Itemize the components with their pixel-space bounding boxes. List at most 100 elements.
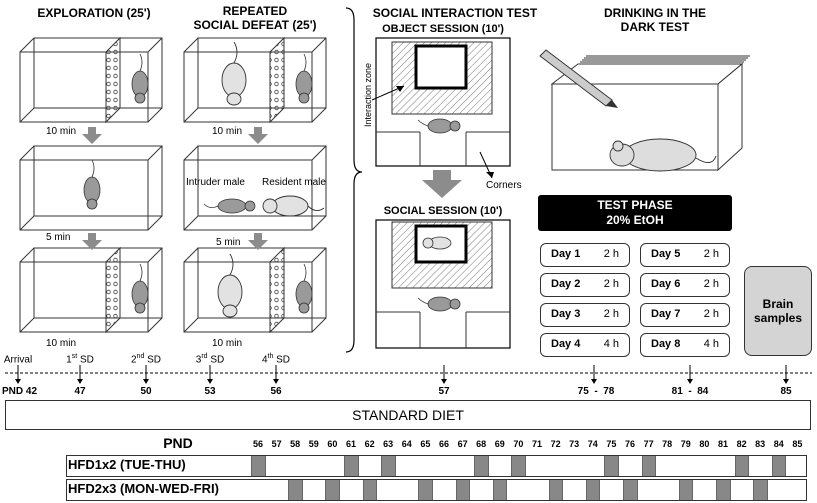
pnd-day: 72 [550,439,561,449]
timeline-event: 1st SD [60,353,100,365]
day-hours: 2 h [703,308,719,320]
dark-header-line1: DRINKING IN THE [604,6,706,20]
diet-cell-filled [548,480,564,500]
exploration-box-3 [19,246,163,334]
diet-cell-empty [251,480,266,500]
pnd-day: 77 [643,439,654,449]
diet-cell-empty [288,456,303,476]
event-sup: nd [136,353,145,360]
schedule-row [66,455,807,477]
event-sup: th [267,353,274,360]
diet-cell-empty [325,456,340,476]
pnd-day: 65 [420,439,431,449]
diet-cell-filled [585,480,601,500]
diet-cell-empty [437,480,452,500]
day-hours: 4 h [603,338,619,350]
diet-cell-empty [604,480,619,500]
diet-cell-filled [771,456,787,476]
diet-cell-filled [641,456,657,476]
diet-cell-empty [660,480,675,500]
defeat-box-3 [183,246,327,334]
exploration-box-1 [19,36,163,124]
pnd-day: 74 [587,439,598,449]
pnd-day: 62 [364,439,375,449]
day-hours: 2 h [703,278,719,290]
diet-cell-empty [307,456,322,476]
timeline-date: 75 - 78 [577,386,615,397]
diet-cell-filled [362,480,378,500]
timeline-event: 2nd SD [126,353,166,365]
pnd-day: 67 [457,439,468,449]
pnd-day: 56 [252,439,263,449]
ten-min-label-4: 10 min [212,338,243,349]
diet-cell-empty [344,480,359,500]
exploration-box-2 [19,145,163,231]
diet-cell-empty [679,456,694,476]
sipper-tube-icon [539,49,618,108]
timeline-event: Arrival [0,353,38,365]
diet-cell-empty [270,456,285,476]
diet-cell-filled [251,456,266,476]
diet-cell-empty [400,456,415,476]
diet-cell-filled [753,480,768,500]
event-sup: rd [201,353,208,360]
pnd-day: 80 [699,439,710,449]
defeat-box-2 [183,145,327,231]
timeline-date: 47 [74,386,86,397]
brain-samples-box: Brain samples [744,266,812,356]
resident-label: Resident male [262,177,326,188]
day-label: Day 8 [651,338,681,350]
timeline-date: 85 [780,386,792,397]
pnd-day: 66 [438,439,449,449]
diet-cell-filled [418,480,433,500]
defeat-header-line1: REPEATED [222,4,288,18]
corners-label: Corners [486,180,522,191]
diet-cell-empty [697,456,712,476]
tick-arrowhead [273,379,279,384]
diet-cell-filled [734,456,750,476]
diet-cell-empty [307,480,322,500]
schedule-row [66,479,807,501]
defeat-header: REPEATED SOCIAL DEFEAT (25') [180,4,330,32]
ten-min-label-2: 10 min [46,338,77,349]
day-label: Day 4 [551,338,581,350]
object-session-label: OBJECT SESSION (10') [382,23,504,35]
pnd-day: 82 [736,439,747,449]
brain-line2: samples [753,311,803,325]
diet-cell-empty [716,456,731,476]
pnd-day: 83 [755,439,766,449]
diet-cell-empty [270,480,285,500]
diet-cell-empty [456,456,471,476]
diet-cell-filled [474,456,489,476]
diet-cell-filled [288,480,303,500]
event-suffix: SD [273,354,291,366]
pnd-day: 61 [345,439,356,449]
day-label: Day 7 [651,308,681,320]
pnd-header: PND [163,435,193,451]
day-hours: 2 h [603,308,619,320]
social-session-label: SOCIAL SESSION (10') [383,205,503,217]
diet-cell-empty [530,480,545,500]
event-label: 4 [261,354,268,366]
diet-cell-empty [660,456,675,476]
pnd-day: 68 [476,439,487,449]
pnd-day: 76 [624,439,635,449]
event-suffix: SD [144,354,162,366]
exploration-header: EXPLORATION (25') [37,6,151,20]
event-sup: st [71,353,78,360]
day-box: Day 4 4 h [540,333,630,357]
diet-cell-empty [474,480,489,500]
timeline-date: 57 [438,386,450,397]
section-bracket [345,7,363,353]
diet-cell-empty [381,480,396,500]
interaction-zone-label: Interaction zone [363,62,373,128]
test-phase-line1: TEST PHASE [597,198,673,212]
standard-diet-bar: STANDARD DIET [5,400,811,430]
diet-cell-empty [735,480,750,500]
defeat-box-1 [183,36,327,124]
timeline-event: 3rd SD [190,353,230,365]
